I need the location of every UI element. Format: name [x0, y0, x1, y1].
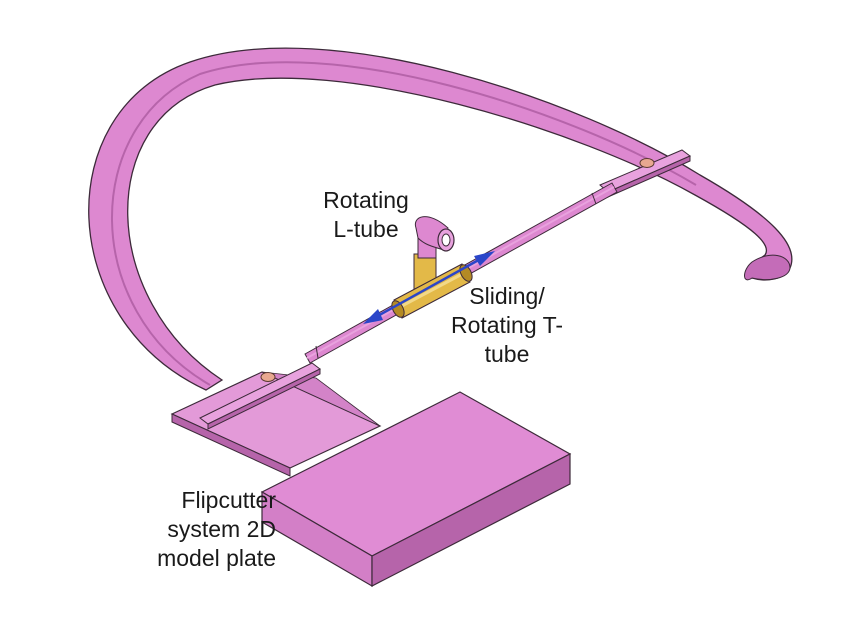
- t-tube-label-line-1: Sliding/: [469, 283, 545, 309]
- arc-frame: [88, 47, 793, 391]
- t-tube-label-line-2: Rotating T-: [450, 312, 564, 338]
- plate-label-line-2: system 2D: [167, 516, 276, 542]
- right-bracket: [599, 149, 691, 198]
- sliding-rotating-t-tube-label: Sliding/ Rotating T- tube: [432, 282, 582, 369]
- t-tube-label-line-3: tube: [484, 341, 530, 367]
- model-plate-block: [260, 391, 572, 588]
- l-tube: [414, 216, 455, 259]
- double-headed-arrow-icon: [363, 251, 495, 324]
- rotating-l-tube-label: Rotating L-tube: [300, 186, 432, 244]
- l-tube-label-line-2: L-tube: [333, 216, 399, 242]
- left-bracket: [199, 362, 321, 430]
- plate-side: [371, 453, 571, 587]
- right-pin: [639, 158, 655, 168]
- left-pin: [260, 372, 276, 382]
- arc-edge: [111, 61, 697, 386]
- t-tube: [391, 253, 473, 319]
- arc-tip: [744, 254, 791, 281]
- model-plate-label: Flipcutter system 2D model plate: [126, 486, 276, 573]
- l-tube-label-line-1: Rotating: [323, 187, 409, 213]
- plate-label-line-1: Flipcutter: [181, 487, 276, 513]
- plate-label-line-3: model plate: [157, 545, 276, 571]
